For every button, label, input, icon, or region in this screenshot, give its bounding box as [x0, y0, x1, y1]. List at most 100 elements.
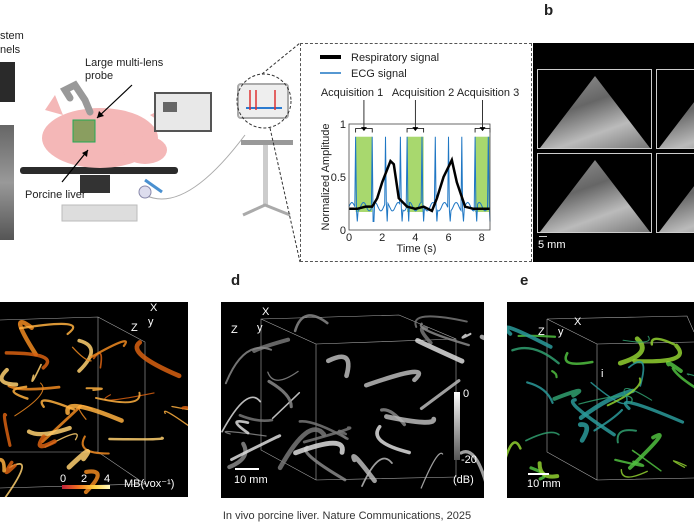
- vessel: [18, 322, 75, 336]
- probe-label-line2: probe: [85, 70, 114, 82]
- vessel: [71, 346, 92, 362]
- vessel: [4, 460, 17, 475]
- vessel: [623, 388, 653, 401]
- vessel: [85, 387, 103, 391]
- vessel: [564, 351, 594, 365]
- vessel: [181, 405, 212, 434]
- vessel: [163, 410, 197, 432]
- vessel: [7, 384, 61, 391]
- vessel: [665, 360, 683, 373]
- y-tick-label: 1: [340, 119, 346, 131]
- vessel: [517, 334, 557, 338]
- vessel: [37, 434, 57, 449]
- colorbar-tick-2: 2: [81, 473, 88, 485]
- vessel: [672, 460, 687, 468]
- vessel: [302, 426, 352, 444]
- x-tick-label: 6: [445, 232, 451, 244]
- pig-icon: [42, 95, 170, 168]
- scalebar-label: 10 mm: [234, 474, 268, 486]
- vessel: [0, 457, 6, 473]
- y-tick-label: 0.5: [331, 172, 346, 184]
- vessel: [686, 373, 694, 377]
- probe-label-line1: Large multi-lens: [85, 57, 164, 69]
- vessel-render-orange: [0, 316, 212, 502]
- acquisition-arrowhead-3: [479, 127, 486, 132]
- legend-label-ecg: ECG signal: [351, 68, 407, 80]
- vessel: [293, 314, 329, 333]
- system-label-line1: stem: [0, 30, 24, 42]
- vessel: [479, 323, 501, 343]
- vessel: [617, 336, 645, 366]
- ultrasound-system-illustration: [0, 125, 14, 240]
- vessel: [461, 332, 472, 339]
- vessel: [238, 413, 274, 423]
- vessel: [384, 414, 437, 425]
- liver-arrow-icon: [61, 149, 89, 183]
- vessel: [134, 340, 182, 379]
- vessel: [650, 337, 676, 346]
- vessel: [252, 337, 291, 353]
- acquisition-label-3: Acquisition 3: [457, 87, 519, 99]
- vessel: [26, 425, 72, 437]
- probe-arrow-icon: [96, 84, 133, 119]
- axis-y-label: y: [257, 322, 263, 334]
- scalebar: [539, 236, 547, 237]
- vessel: [622, 335, 650, 343]
- colorbar-max: 0: [463, 388, 470, 400]
- vessel: [525, 431, 560, 442]
- colorbar: [454, 392, 460, 460]
- vessel-render-gray: [221, 314, 501, 489]
- vessel: [4, 351, 50, 370]
- ultrasound-image-4: [656, 153, 694, 233]
- liver-label: Porcine liver: [25, 189, 86, 201]
- respiratory-signal-line: [349, 156, 490, 213]
- vessel: [224, 346, 273, 385]
- acquisition-window-3: [475, 136, 490, 212]
- y-tick-label: 0: [340, 225, 346, 237]
- monitor-illustration: [0, 62, 15, 102]
- vessel: [221, 396, 262, 433]
- axis-z-label: Z: [538, 326, 545, 338]
- signal-chart-box: [300, 43, 532, 262]
- vessel: [671, 367, 694, 389]
- vessel: [616, 429, 637, 444]
- vessel: [632, 343, 682, 364]
- vessel: [81, 435, 110, 455]
- bounding-box-outline: [260, 314, 457, 481]
- panel-b-images: 5 mm: [533, 43, 694, 262]
- panel-d-label: d: [231, 272, 241, 289]
- caption: In vivo porcine liver. Nature Communicat…: [222, 510, 472, 522]
- vessel: [12, 385, 29, 400]
- x-tick-label: 2: [379, 232, 385, 244]
- setup-illustration: [20, 42, 300, 263]
- vessel: [92, 352, 103, 369]
- axis-y-label: y: [148, 316, 154, 328]
- vessel: [298, 420, 349, 441]
- legend-label-respiratory: Respiratory signal: [351, 52, 439, 64]
- vessel: [325, 354, 351, 379]
- vessel: [230, 434, 282, 462]
- vessel: [504, 441, 522, 460]
- vessel: [578, 395, 633, 405]
- vessel: [419, 322, 470, 347]
- ultrasound-image-1: [537, 69, 652, 149]
- probe-icon: [72, 119, 96, 143]
- vessel: [593, 408, 624, 432]
- panel-e-volume: X y Z i 10 mm: [504, 302, 694, 498]
- axis-x-label: X: [574, 316, 582, 328]
- ultrasound-image-3: [537, 153, 652, 233]
- vessel: [267, 370, 299, 381]
- axis-x-label: X: [150, 302, 158, 314]
- scalebar: [528, 473, 549, 475]
- vessel: [66, 449, 91, 470]
- bounding-box-outline: [546, 315, 694, 481]
- vessel: [31, 363, 42, 383]
- colorbar: [62, 485, 110, 489]
- axis-x-label: X: [262, 306, 270, 318]
- vessel: [577, 422, 590, 443]
- vessel: [415, 338, 465, 364]
- vessel: [526, 381, 554, 404]
- panel-b-scalebar-label: 5 mm: [538, 239, 566, 251]
- inset-label: i: [601, 368, 604, 380]
